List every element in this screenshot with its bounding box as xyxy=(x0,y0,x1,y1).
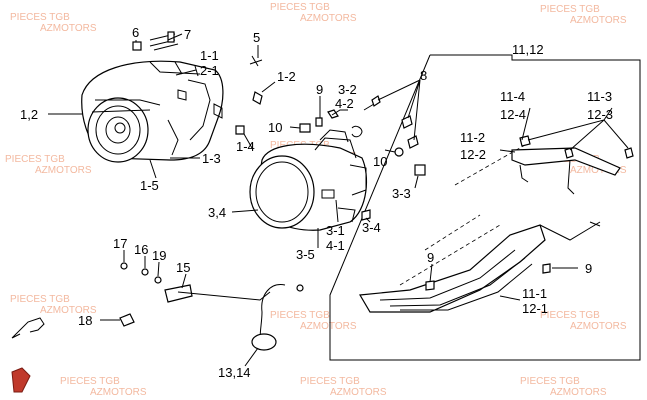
callout-7: 7 xyxy=(184,27,191,42)
callout-13-14: 13,14 xyxy=(218,365,251,380)
callout-1-4: 1-4 xyxy=(236,139,255,154)
callout-6: 6 xyxy=(132,25,139,40)
svg-text:PIECES TGB: PIECES TGB xyxy=(300,376,360,387)
callout-9a: 9 xyxy=(316,82,323,97)
callout-16: 16 xyxy=(134,242,148,257)
brand-logo xyxy=(11,367,31,393)
svg-text:PIECES TGB: PIECES TGB xyxy=(270,2,330,13)
leader-lines xyxy=(48,33,629,367)
callout-3-5: 3-5 xyxy=(296,247,315,262)
svg-text:AZMOTORS: AZMOTORS xyxy=(570,321,627,332)
callout-4-1: 4-1 xyxy=(326,238,345,253)
svg-text:AZMOTORS: AZMOTORS xyxy=(40,305,97,316)
svg-text:PIECES TGB: PIECES TGB xyxy=(540,4,600,15)
callout-1-1: 1-1 xyxy=(200,48,219,63)
callout-12-1: 12-1 xyxy=(522,301,548,316)
callout-3-3: 3-3 xyxy=(392,186,411,201)
callout-2-1: 2-1 xyxy=(200,63,219,78)
callout-1-5: 1-5 xyxy=(140,178,159,193)
svg-text:AZMOTORS: AZMOTORS xyxy=(330,387,387,398)
svg-text:AZMOTORS: AZMOTORS xyxy=(300,13,357,24)
svg-text:AZMOTORS: AZMOTORS xyxy=(570,15,627,26)
callout-12-2: 12-2 xyxy=(460,147,486,162)
callout-8: 8 xyxy=(420,68,427,83)
callout-4-2: 4-2 xyxy=(335,96,354,111)
callout-11-3: 11-3 xyxy=(587,89,612,104)
callout-5: 5 xyxy=(253,30,260,45)
bracket-frame xyxy=(329,54,641,361)
svg-text:AZMOTORS: AZMOTORS xyxy=(300,321,357,332)
svg-text:AZMOTORS: AZMOTORS xyxy=(550,387,607,398)
callout-12-3: 12-3 xyxy=(587,107,613,122)
callout-19: 19 xyxy=(152,248,166,263)
callout-18: 18 xyxy=(78,313,92,328)
callout-1-2b: 1-2 xyxy=(277,69,296,84)
callout-1-3: 1-3 xyxy=(202,151,221,166)
callout-11-2: 11-2 xyxy=(460,130,485,145)
svg-text:PIECES TGB: PIECES TGB xyxy=(10,294,70,305)
svg-text:PIECES TGB: PIECES TGB xyxy=(60,376,120,387)
callout-17: 17 xyxy=(113,236,127,251)
callout-3-4-top: 3,4 xyxy=(208,205,226,220)
callout-3-1: 3-1 xyxy=(326,223,345,238)
callout-1-2: 1,2 xyxy=(20,107,38,122)
callout-11-12: 11,12 xyxy=(512,42,544,57)
svg-text:AZMOTORS: AZMOTORS xyxy=(40,23,97,34)
callout-9b: 9 xyxy=(427,250,434,265)
callout-labels: 1,2 6 7 1-1 2-1 5 1-2 1-3 1-4 1-5 9 10 3… xyxy=(20,25,613,380)
callout-11-4: 11-4 xyxy=(500,89,525,104)
turn-signal-assembly xyxy=(11,262,304,351)
fasteners xyxy=(132,31,634,291)
svg-text:AZMOTORS: AZMOTORS xyxy=(90,387,147,398)
callout-15: 15 xyxy=(176,260,190,275)
svg-text:PIECES TGB: PIECES TGB xyxy=(520,376,580,387)
callout-9c: 9 xyxy=(585,261,592,276)
callout-11-1: 11-1 xyxy=(522,286,547,301)
callout-10a: 10 xyxy=(268,120,282,135)
headlight-housing xyxy=(81,60,224,163)
callout-10b: 10 xyxy=(373,154,387,169)
svg-text:PIECES TGB: PIECES TGB xyxy=(5,154,65,165)
callout-12-4: 12-4 xyxy=(500,107,526,122)
headlight-lens-assembly xyxy=(249,129,368,231)
callout-3-4: 3-4 xyxy=(362,220,381,235)
svg-text:PIECES TGB: PIECES TGB xyxy=(270,310,330,321)
callout-3-2: 3-2 xyxy=(338,82,357,97)
svg-text:PIECES TGB: PIECES TGB xyxy=(10,12,70,23)
svg-text:AZMOTORS: AZMOTORS xyxy=(570,165,627,176)
svg-text:PIECES TGB: PIECES TGB xyxy=(540,310,600,321)
svg-text:AZMOTORS: AZMOTORS xyxy=(35,165,92,176)
